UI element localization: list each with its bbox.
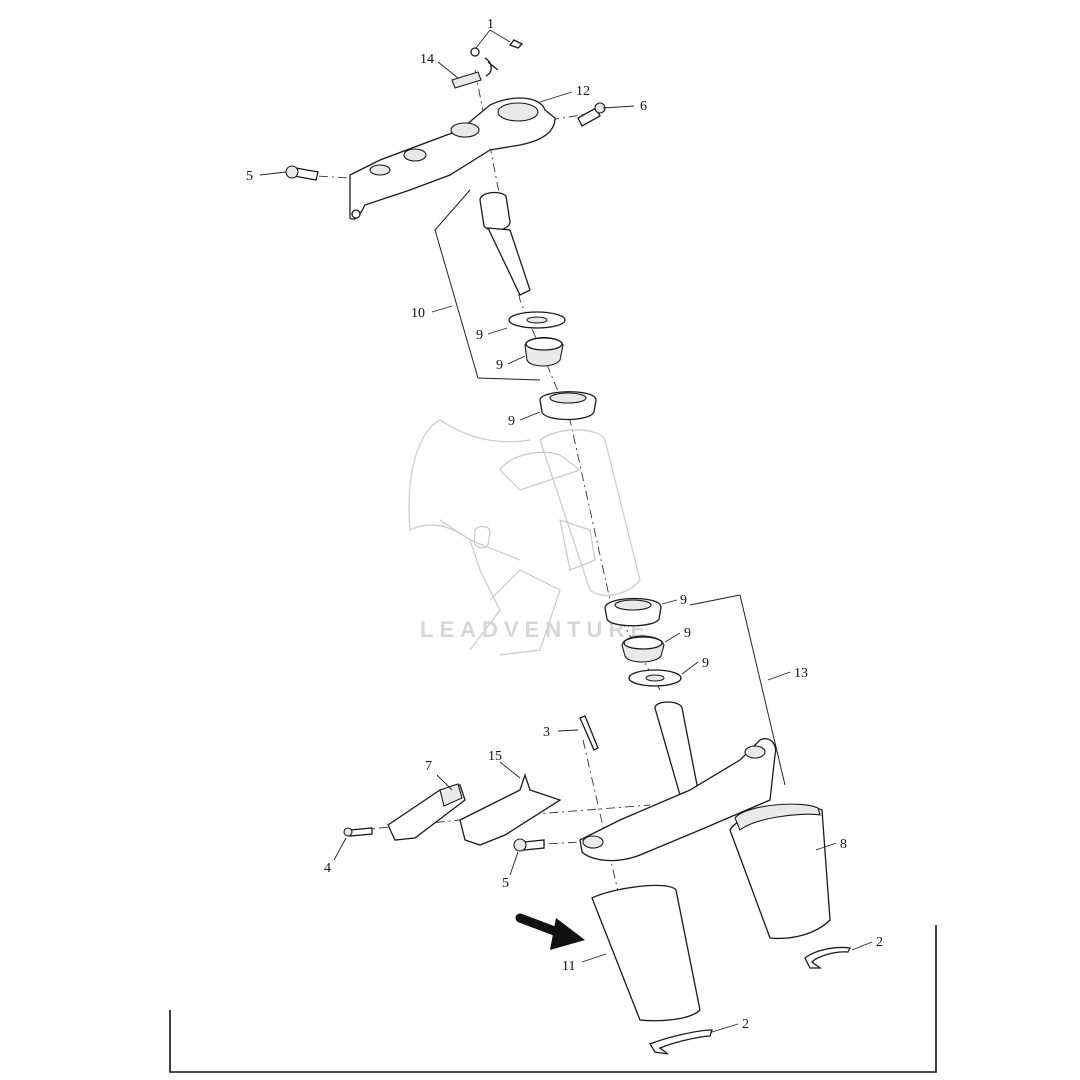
part-9-race-upper <box>539 391 597 421</box>
part-5-bolt-upper <box>285 165 319 181</box>
callout-2: 2 <box>876 935 883 950</box>
callout-5: 5 <box>246 169 253 184</box>
callout-4: 4 <box>324 861 331 876</box>
callout-9: 9 <box>496 358 503 373</box>
callout-14: 14 <box>420 52 434 67</box>
part-15-bracket-plate <box>459 772 562 846</box>
indicator-arrow-icon <box>515 913 585 950</box>
callout-1: 1 <box>487 17 494 32</box>
part-5-bolt-lower <box>513 838 545 852</box>
callout-10: 10 <box>411 306 425 321</box>
callout-6: 6 <box>640 99 647 114</box>
part-2-clip-right <box>804 946 851 969</box>
part-14-pin <box>451 71 482 89</box>
callout-2: 2 <box>742 1017 749 1032</box>
part-11-fork-cover-left <box>591 884 701 1022</box>
frame-ghost <box>408 419 561 656</box>
diagram-border <box>169 925 937 1073</box>
part-8-fork-cover-right <box>729 803 831 940</box>
part-9-bearing-upper <box>524 336 564 367</box>
part-13-lower-triple-clamp <box>579 594 786 862</box>
part-1-screws <box>470 39 524 77</box>
part-9-washer-upper <box>508 311 566 329</box>
callout-labels: 1 14 12 6 5 10 9 9 9 9 9 9 13 3 7 15 4 5… <box>246 17 883 1032</box>
callout-13: 13 <box>794 666 808 681</box>
part-3-screw <box>579 715 599 751</box>
part-9-race-lower <box>604 597 662 627</box>
part-9-washer-lower <box>628 669 682 687</box>
part-12-upper-triple-clamp <box>349 97 556 220</box>
callout-9: 9 <box>702 656 709 671</box>
callout-9: 9 <box>476 328 483 343</box>
frame-head-tube <box>499 429 641 596</box>
callout-9: 9 <box>684 626 691 641</box>
callout-12: 12 <box>576 84 590 99</box>
callout-8: 8 <box>840 837 847 852</box>
part-9-bearing-lower <box>621 635 665 663</box>
callout-5: 5 <box>502 876 509 891</box>
part-2-clip-left <box>649 1029 713 1055</box>
callout-7: 7 <box>425 759 432 774</box>
part-6-bolt <box>577 102 606 127</box>
watermark-text: LEADVENTURE <box>420 617 651 642</box>
callout-9: 9 <box>508 414 515 429</box>
leader-lines <box>259 29 873 1033</box>
callout-15: 15 <box>488 749 502 764</box>
callout-3: 3 <box>543 725 550 740</box>
callout-11: 11 <box>562 959 575 974</box>
part-4-bolt <box>343 827 373 837</box>
callout-9: 9 <box>680 593 687 608</box>
part-7-bracket <box>387 783 466 841</box>
part-10-steering-stem <box>434 189 541 381</box>
